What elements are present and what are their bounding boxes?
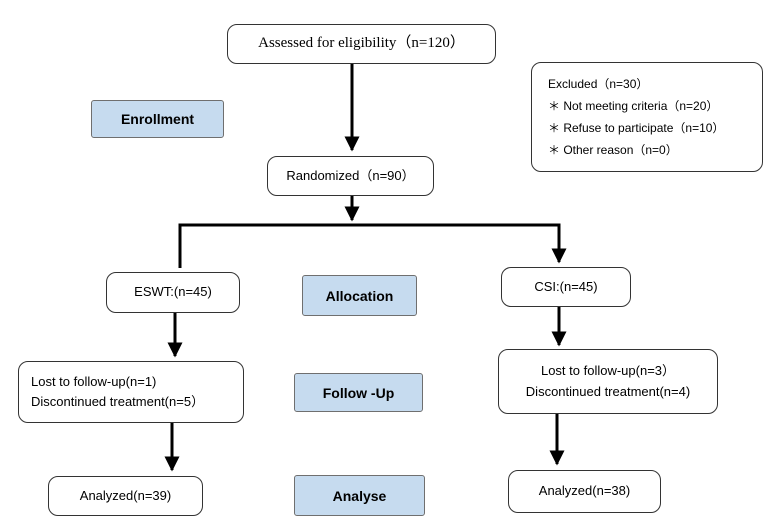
excluded-title: Excluded（n=30） bbox=[548, 76, 649, 91]
eswt-analyzed-text: Analyzed(n=39) bbox=[79, 487, 172, 503]
csi-followup-box: Lost to follow-up(n=3） Discontinued trea… bbox=[498, 349, 718, 414]
eswt-discontinued-text: Discontinued treatment(n=5） bbox=[31, 394, 205, 409]
csi-group-text: CSI:(n=45) bbox=[534, 278, 598, 294]
eswt-group-box: ESWT:(n=45) bbox=[106, 272, 240, 313]
stage-analyse: Analyse bbox=[294, 475, 425, 516]
eswt-analyzed-box: Analyzed(n=39) bbox=[48, 476, 203, 516]
eswt-group-text: ESWT:(n=45) bbox=[134, 284, 212, 300]
eswt-lost-text: Lost to follow-up(n=1) bbox=[31, 373, 157, 389]
split-line bbox=[178, 223, 567, 268]
csi-lost-text: Lost to follow-up(n=3） bbox=[540, 363, 676, 379]
stage-enrollment-label: Enrollment bbox=[120, 111, 195, 127]
csi-analyzed-text: Analyzed(n=38) bbox=[538, 483, 631, 499]
csi-group-box: CSI:(n=45) bbox=[501, 267, 631, 307]
csi-discontinued-text: Discontinued treatment(n=4) bbox=[525, 383, 691, 399]
assessed-box: Assessed for eligibility（n=120） bbox=[227, 24, 496, 64]
stage-follow-up: Follow -Up bbox=[294, 373, 423, 412]
stage-enrollment: Enrollment bbox=[91, 100, 224, 138]
randomized-text: Randomized（n=90） bbox=[286, 167, 415, 183]
excluded-reason: ＊ Not meeting criteria（n=20） bbox=[548, 98, 719, 113]
randomized-box: Randomized（n=90） bbox=[267, 156, 434, 196]
eswt-followup-box: Lost to follow-up(n=1) Discontinued trea… bbox=[18, 361, 244, 423]
stage-analyse-label: Analyse bbox=[332, 487, 387, 504]
stage-follow-up-label: Follow -Up bbox=[322, 384, 395, 401]
excluded-reason: ＊ Refuse to participate（n=10） bbox=[548, 121, 725, 135]
excluded-reason: ＊ Other reason（n=0） bbox=[548, 143, 678, 158]
stage-allocation-label: Allocation bbox=[325, 287, 394, 304]
csi-analyzed-box: Analyzed(n=38) bbox=[508, 470, 661, 513]
excluded-box: Excluded（n=30） ＊ Not meeting criteria（n=… bbox=[531, 62, 763, 172]
assessed-text: Assessed for eligibility（n=120） bbox=[258, 35, 465, 52]
stage-allocation: Allocation bbox=[302, 275, 417, 316]
